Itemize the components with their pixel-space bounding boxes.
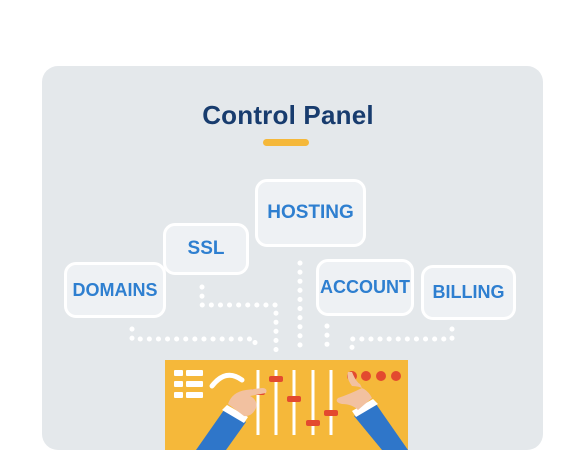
- left-hand-icon: [196, 388, 267, 450]
- menu-label-domains: DOMAINS: [72, 279, 158, 300]
- connector-domains: [129, 326, 258, 353]
- menu-box-account[interactable]: ACCOUNT: [316, 259, 414, 316]
- right-hand-icon: [336, 372, 408, 450]
- title-underline: [263, 139, 309, 146]
- menu-box-domains[interactable]: DOMAINS: [64, 262, 166, 318]
- menu-label-hosting: HOSTING: [267, 202, 354, 223]
- mixer-gauge: [209, 372, 245, 389]
- page-title: Control Panel: [202, 100, 374, 130]
- menu-box-ssl[interactable]: SSL: [163, 223, 249, 275]
- menu-label-billing: BILLING: [432, 282, 505, 302]
- menu-box-hosting[interactable]: HOSTING: [255, 179, 366, 247]
- mixer-grid-icon: [174, 370, 203, 398]
- connector-ssl: [199, 284, 279, 353]
- menu-box-billing[interactable]: BILLING: [421, 265, 516, 320]
- menu-label-ssl: SSL: [187, 238, 225, 259]
- connector-billing: [349, 326, 455, 353]
- menu-label-account: ACCOUNT: [320, 277, 410, 297]
